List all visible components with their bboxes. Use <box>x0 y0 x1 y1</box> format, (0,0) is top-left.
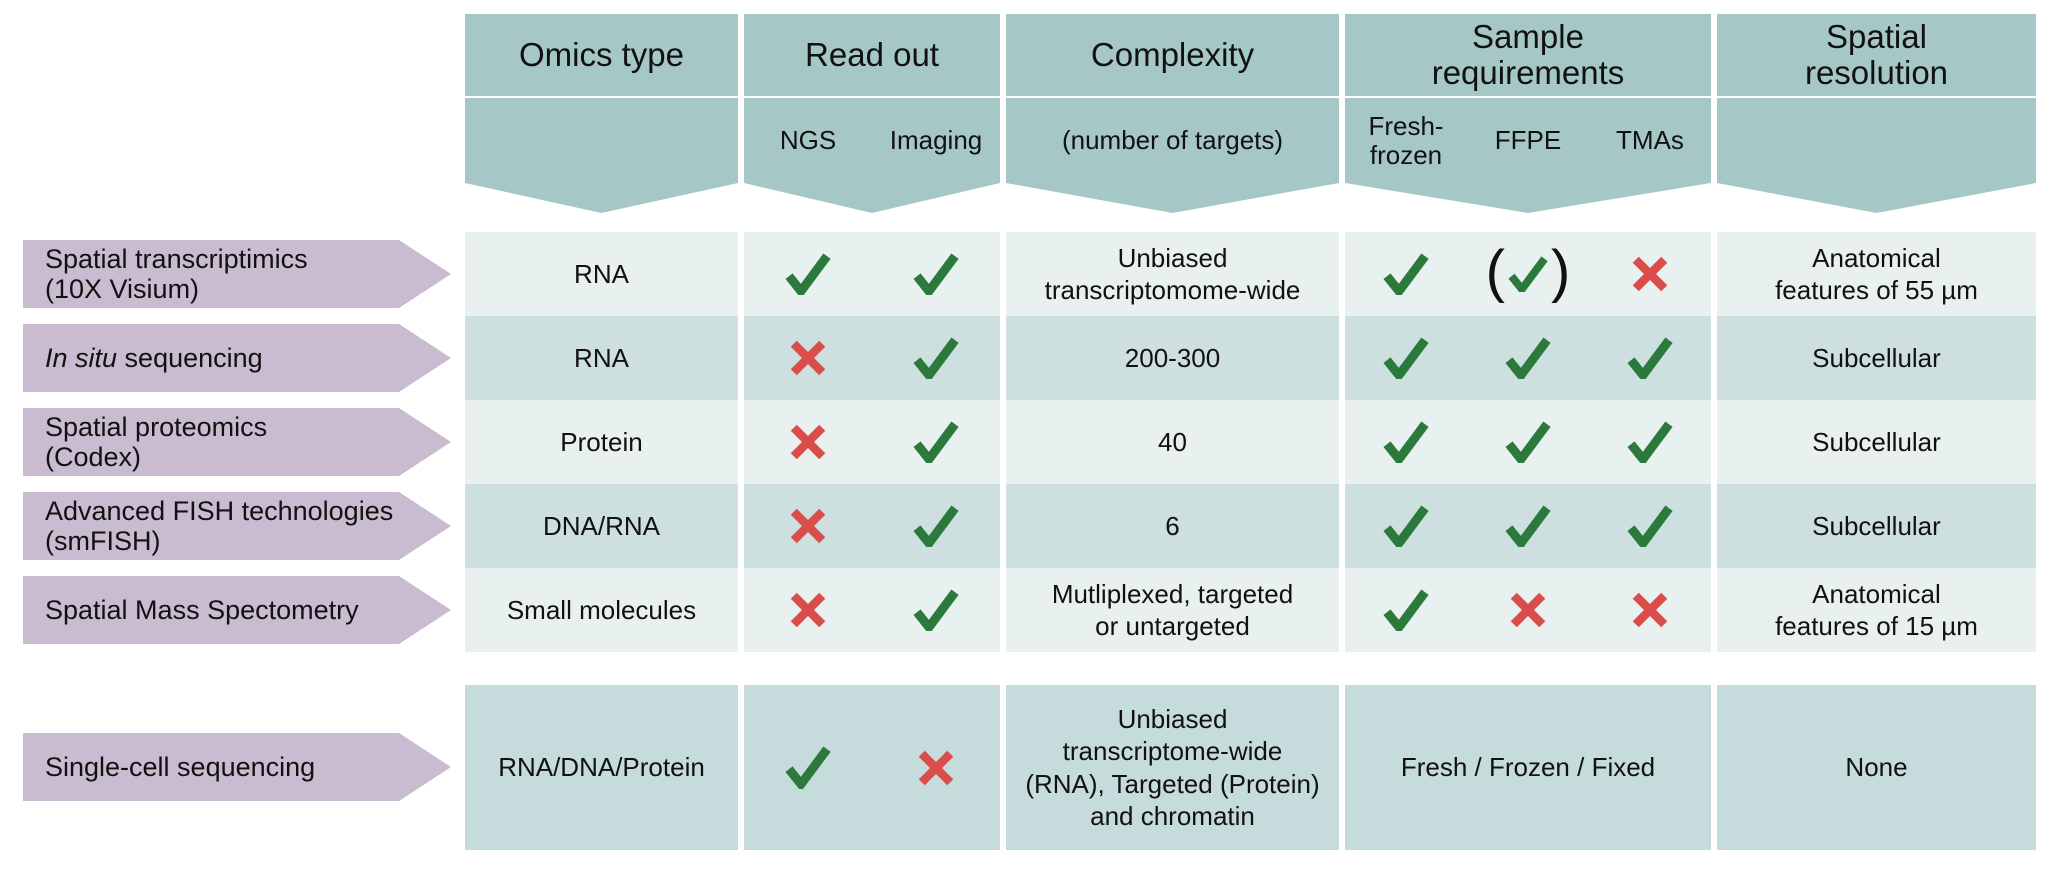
subheader-ffpe: FFPE <box>1494 125 1562 156</box>
check-icon <box>872 253 1000 296</box>
check-icon <box>1345 337 1467 380</box>
table-row-spatial-mass-spectrometry: Small molecules Mutliplexed, targeted or… <box>465 568 2045 652</box>
cross-icon <box>872 749 1000 787</box>
table-header: Omics type Read out NGS Imaging Complexi… <box>465 14 2045 213</box>
row-label-single-cell-sequencing: Single-cell sequencing <box>23 733 451 801</box>
complexity-cell: Unbiased transcriptome-wide (RNA), Targe… <box>1006 685 1339 850</box>
read-out-cell <box>744 316 1000 400</box>
table-row-advanced-fish: DNA/RNA 6 Subcellular <box>465 484 2045 568</box>
check-icon <box>1589 337 1711 380</box>
row-label-spatial-mass-spectrometry: Spatial Mass Spectometry <box>23 576 451 644</box>
check-icon <box>1345 421 1467 464</box>
check-icon <box>1345 253 1467 296</box>
check-icon <box>872 337 1000 380</box>
cross-icon <box>1589 255 1711 293</box>
comparison-table: Omics type Read out NGS Imaging Complexi… <box>465 14 2045 850</box>
sample-requirements-cell <box>1345 400 1711 484</box>
check-icon <box>1589 505 1711 548</box>
subheader-number-of-targets: (number of targets) <box>1006 96 1339 183</box>
header-omics-type-sub <box>465 96 738 183</box>
table-body: RNA Unbiased transcriptomome-wide () Ana… <box>465 232 2045 850</box>
omics-type-cell: Small molecules <box>465 568 738 652</box>
header-read-out-sub: NGS Imaging <box>744 96 1000 183</box>
header-spatial-resolution-label: Spatial resolution <box>1804 17 1949 91</box>
subheader-fresh-frozen: Fresh- frozen <box>1368 110 1444 170</box>
sample-requirements-cell <box>1345 316 1711 400</box>
header-omics-type: Omics type <box>465 14 738 213</box>
read-out-cell <box>744 400 1000 484</box>
header-read-out: Read out NGS Imaging <box>744 14 1000 213</box>
table-row-spatial-proteomics: Protein 40 Subcellular <box>465 400 2045 484</box>
header-spatial-resolution: Spatial resolution <box>1717 14 2036 213</box>
header-sample-requirements-sub: Fresh- frozen FFPE TMAs <box>1345 96 1711 183</box>
sample-requirements-cell: Fresh / Frozen / Fixed <box>1345 685 1711 850</box>
omics-type-cell: Protein <box>465 400 738 484</box>
spatial-resolution-cell: Subcellular <box>1717 400 2036 484</box>
row-label-spatial-transcriptomics: Spatial transcriptimics (10X Visium) <box>23 240 451 308</box>
omics-type-cell: DNA/RNA <box>465 484 738 568</box>
complexity-cell: Unbiased transcriptomome-wide <box>1006 232 1339 316</box>
check-icon <box>872 505 1000 548</box>
subheader-tmas: TMAs <box>1616 125 1684 156</box>
omics-type-cell: RNA/DNA/Protein <box>465 685 738 850</box>
check-icon <box>1467 421 1589 464</box>
sample-requirements-cell <box>1345 568 1711 652</box>
omics-type-cell: RNA <box>465 316 738 400</box>
cross-icon <box>1467 591 1589 629</box>
sample-requirements-cell: () <box>1345 232 1711 316</box>
check-icon <box>1345 589 1467 632</box>
complexity-cell: Mutliplexed, targeted or untargeted <box>1006 568 1339 652</box>
check-icon <box>1467 337 1589 380</box>
spatial-resolution-cell: Anatomical features of 55 µm <box>1717 232 2036 316</box>
complexity-cell: 6 <box>1006 484 1339 568</box>
complexity-cell: 40 <box>1006 400 1339 484</box>
cross-icon <box>744 591 872 629</box>
check-icon <box>1589 421 1711 464</box>
check-paren-icon: () <box>1485 239 1571 304</box>
check-icon <box>1467 505 1589 548</box>
table-row-in-situ-sequencing: RNA 200-300 Subcellular <box>465 316 2045 400</box>
cross-icon <box>744 339 872 377</box>
row-label-in-situ-sequencing: In situ sequencing <box>23 324 451 392</box>
row-label-advanced-fish: Advanced FISH technologies (smFISH) <box>23 492 451 560</box>
header-complexity: Complexity (number of targets) <box>1006 14 1339 213</box>
check-icon <box>872 589 1000 632</box>
spatial-resolution-cell: Subcellular <box>1717 484 2036 568</box>
row-label-spatial-proteomics: Spatial proteomics (Codex) <box>23 408 451 476</box>
header-read-out-label: Read out <box>805 35 939 73</box>
omics-type-cell: RNA <box>465 232 738 316</box>
sample-requirements-cell <box>1345 484 1711 568</box>
cross-icon <box>744 423 872 461</box>
header-complexity-label: Complexity <box>1090 35 1255 73</box>
check-icon <box>1345 505 1467 548</box>
spatial-resolution-cell: None <box>1717 685 2036 850</box>
check-icon <box>872 421 1000 464</box>
cross-icon <box>1589 591 1711 629</box>
read-out-cell <box>744 232 1000 316</box>
header-omics-type-label: Omics type <box>518 35 685 73</box>
complexity-cell: 200-300 <box>1006 316 1339 400</box>
header-sample-requirements-label: Sample requirements <box>1431 17 1625 91</box>
subheader-imaging: Imaging <box>889 125 983 155</box>
read-out-cell <box>744 685 1000 850</box>
spatial-resolution-cell: Anatomical features of 15 µm <box>1717 568 2036 652</box>
read-out-cell <box>744 484 1000 568</box>
header-spatial-resolution-sub <box>1717 96 2036 183</box>
read-out-cell <box>744 568 1000 652</box>
check-icon <box>744 746 872 789</box>
subheader-ngs: NGS <box>779 125 837 155</box>
table-row-spatial-transcriptomics: RNA Unbiased transcriptomome-wide () Ana… <box>465 232 2045 316</box>
cross-icon <box>744 507 872 545</box>
header-sample-requirements: Sample requirements Fresh- frozen FFPE T… <box>1345 14 1711 213</box>
spatial-resolution-cell: Subcellular <box>1717 316 2036 400</box>
table-row-single-cell-sequencing: RNA/DNA/Protein Unbiased transcriptome-w… <box>465 685 2045 850</box>
check-icon <box>744 253 872 296</box>
